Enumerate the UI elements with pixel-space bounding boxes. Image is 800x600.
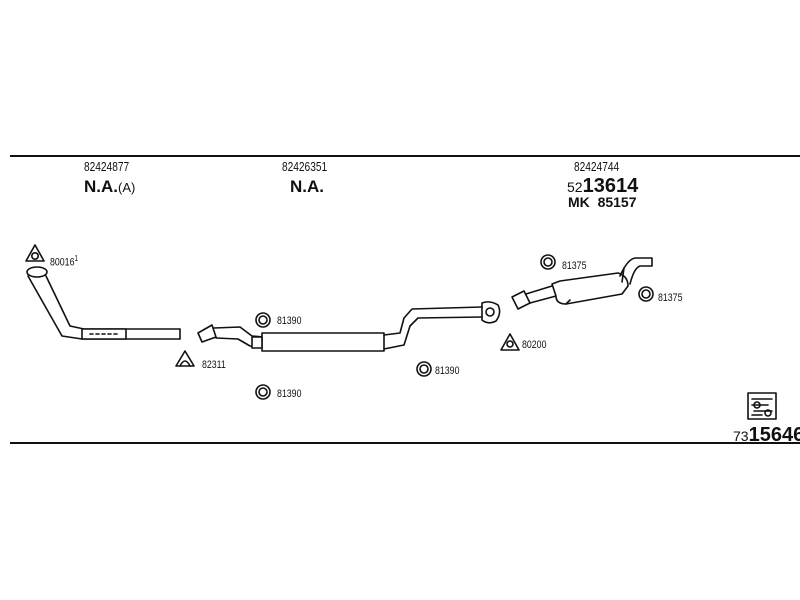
gasket-mid-triangle-icon	[500, 333, 520, 351]
label-gasket-mid: 80200	[522, 339, 547, 351]
clamp-triangle-icon	[175, 350, 195, 367]
pipe-flange	[481, 301, 501, 324]
center-muffler	[197, 306, 483, 352]
label-ring-upper: 81390	[277, 315, 302, 327]
ring-rear-top-icon	[540, 254, 556, 270]
ring-rear-right-icon	[638, 286, 654, 302]
top-rule	[10, 155, 800, 157]
drawing-number: 7315646	[733, 424, 800, 446]
label-ring-mid: 81390	[435, 365, 460, 377]
status-front-pipe: N.A.(A)	[84, 177, 136, 196]
part-number-center-muffler: 82426351	[282, 159, 328, 174]
rear-muffler	[511, 257, 653, 310]
kit-logo-icon	[747, 392, 777, 420]
rear-muffler-sub-number: 5213614	[567, 175, 639, 197]
part-number-front-pipe: 82424877	[84, 159, 130, 174]
gasket-triangle-icon	[25, 244, 45, 262]
label-gasket-front: 800161	[50, 254, 79, 269]
label-clamp-front: 82311	[202, 359, 226, 371]
ring-lower-icon	[255, 384, 271, 400]
status-center-muffler: N.A.	[290, 177, 324, 196]
bottom-rule	[10, 442, 800, 444]
ring-mid-icon	[416, 361, 432, 377]
ring-upper-icon	[255, 312, 271, 328]
rear-muffler-mk: MK 85157	[568, 194, 637, 210]
label-ring-rear-right: 81375	[658, 292, 683, 304]
part-number-rear-muffler: 82424744	[574, 159, 620, 174]
label-ring-lower: 81390	[277, 388, 302, 400]
label-ring-rear-top: 81375	[562, 260, 587, 272]
front-pipe	[26, 266, 181, 340]
